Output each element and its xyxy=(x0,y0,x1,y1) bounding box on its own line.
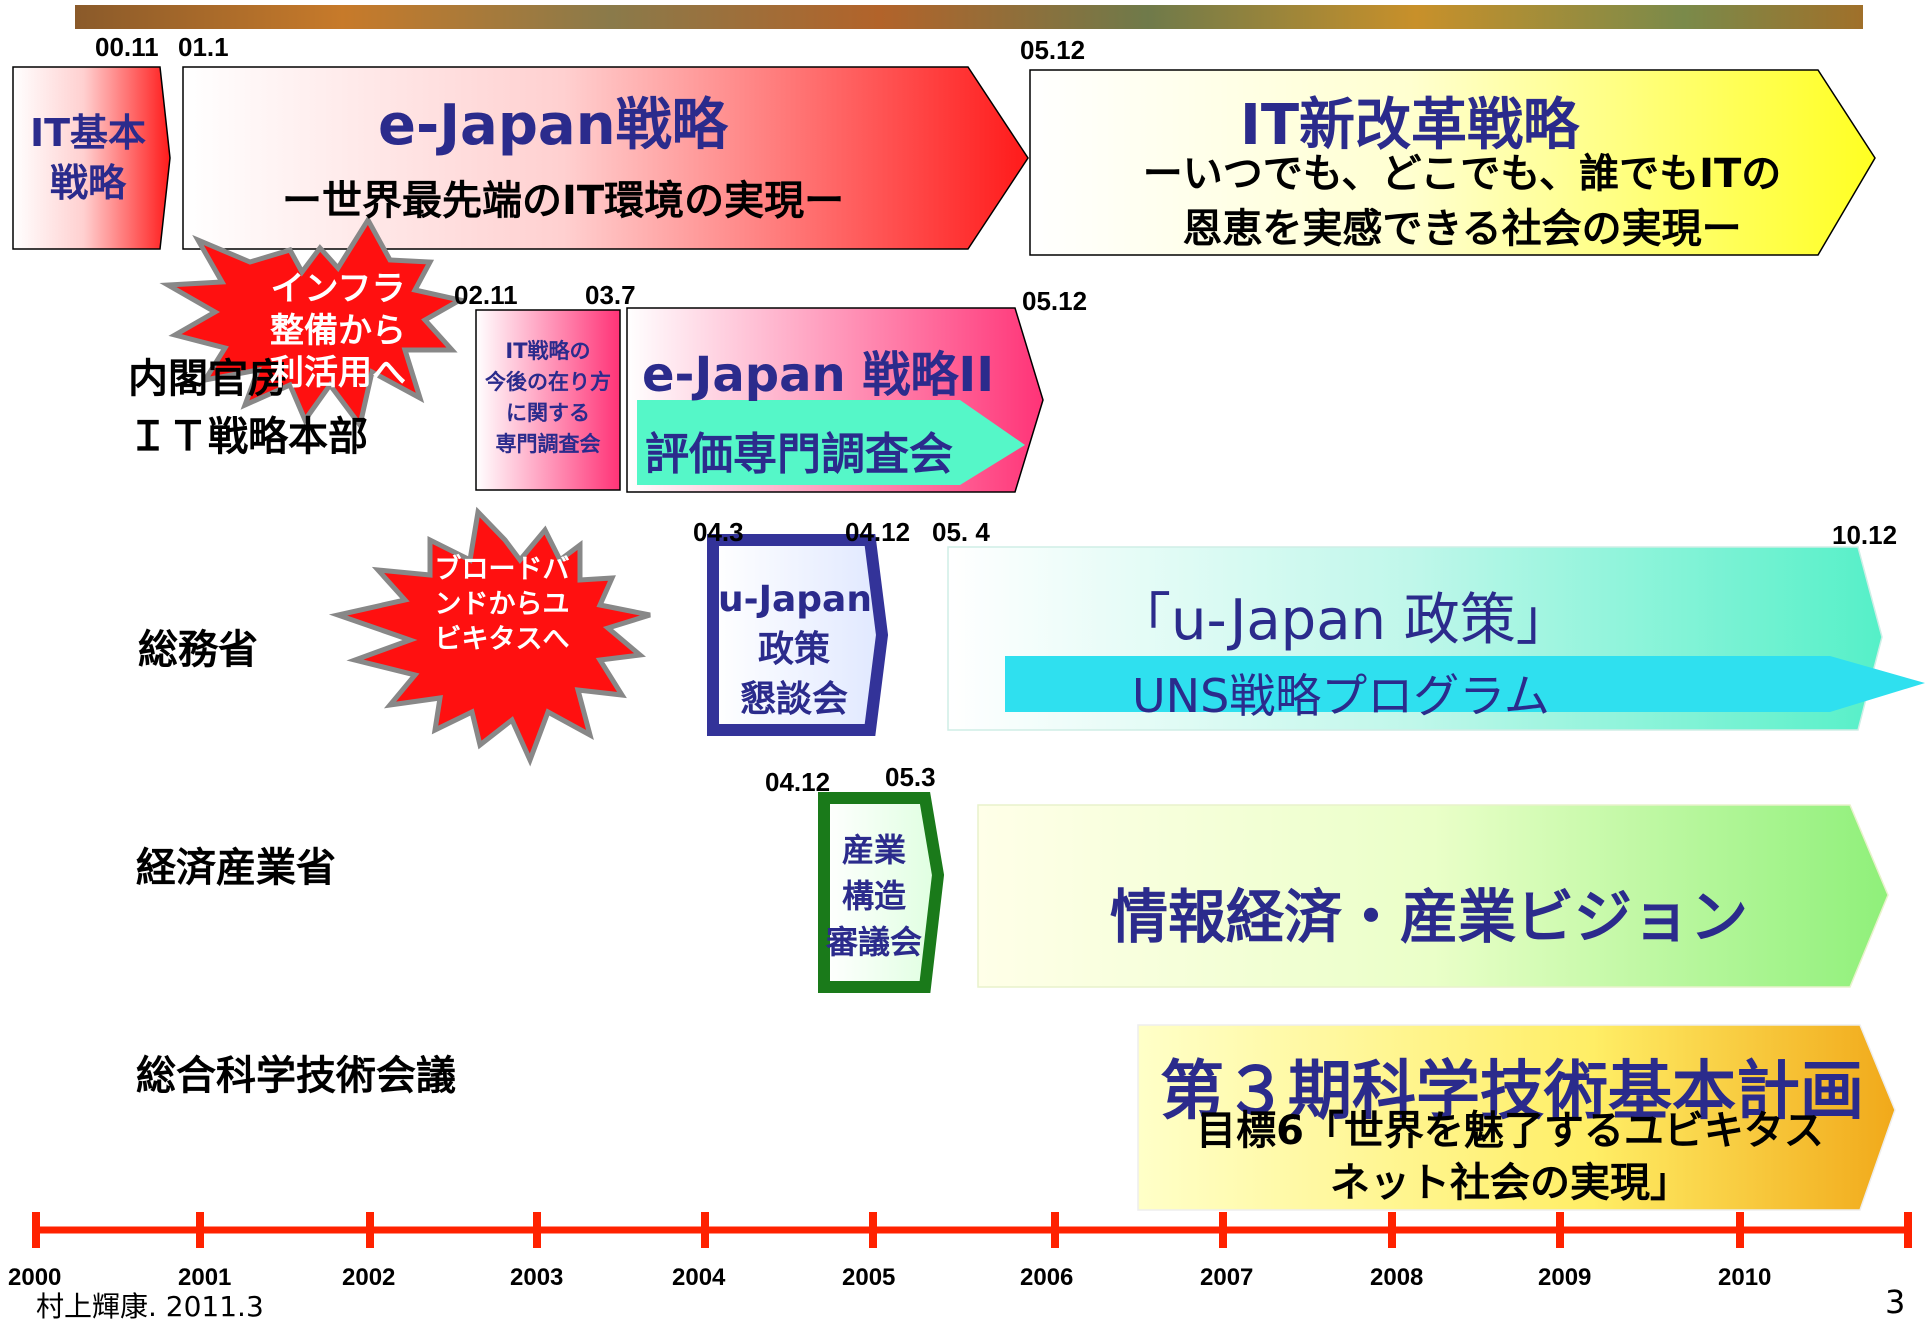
date-label: 05.3 xyxy=(885,762,936,792)
year-label: 2000 xyxy=(8,1264,62,1291)
date-label: 05.12 xyxy=(1020,35,1086,65)
year-label: 2005 xyxy=(842,1264,896,1291)
year-label: 2010 xyxy=(1718,1264,1772,1291)
ujapan-title: 「u-Japan 政策」 xyxy=(1115,588,1572,653)
year-label: 2006 xyxy=(1020,1264,1074,1291)
sangyo-kozo-box xyxy=(818,792,945,993)
dai3ki-arrow xyxy=(1137,1024,1896,1211)
org-naikaku: 内閣官房 ＩＴ戦略本部 xyxy=(128,356,368,460)
joho-keizai-arrow xyxy=(977,804,1889,988)
year-label: 2002 xyxy=(342,1264,396,1291)
year-label: 2009 xyxy=(1538,1264,1592,1291)
ujapan-kondan-box xyxy=(707,534,889,736)
joho-keizai-label: 情報経済・産業ビジョン xyxy=(1110,883,1749,951)
date-label: 04.12 xyxy=(845,517,911,547)
date-label: 00.11 xyxy=(95,32,159,62)
date-label: 05.12 xyxy=(1022,286,1088,316)
hyoka-label: 評価専門調査会 xyxy=(645,429,953,480)
it-shin-arrow xyxy=(1029,69,1876,256)
timeline-ticks xyxy=(32,1212,1912,1248)
year-label: 2004 xyxy=(672,1264,726,1291)
date-label: 04.3 xyxy=(693,517,744,547)
ejapan-arrow xyxy=(182,66,1029,250)
uns-label: UNS戦略プログラム xyxy=(1132,669,1550,723)
ejapan-title: e-Japan戦略 xyxy=(378,93,728,158)
dai3ki-title: 第３期科学技術基本計画 xyxy=(1160,1055,1864,1129)
year-label: 2008 xyxy=(1370,1264,1424,1291)
date-label: 04.12 xyxy=(765,767,831,797)
top-decorative-band xyxy=(75,5,1863,29)
infra-burst xyxy=(159,215,467,431)
hyoka-arrow xyxy=(637,400,1025,485)
infra-burst-label: インフラ 整備から 利活用へ xyxy=(270,269,406,393)
dai3ki-subtitle: 目標6「世界を魅了するユビキタス ネット社会の実現」 xyxy=(1196,1108,1824,1206)
broadband-burst-label: ブロードバ ンドからユ ビキタスへ xyxy=(434,554,570,655)
date-label: 02.11 xyxy=(454,280,518,310)
senmon-label: IT戦略の 今後の在り方 に関する 専門調査会 xyxy=(485,339,611,456)
ejapan2-title: e-Japan 戦略II xyxy=(642,347,995,403)
it-shin-subtitle: ーいつでも、どこでも、誰でもITの 恩恵を実感できる社会の実現ー xyxy=(1142,151,1782,252)
date-label: 01.1 xyxy=(178,32,229,62)
date-label: 03.7 xyxy=(585,280,636,310)
it-kihon-label: IT基本 戦略 xyxy=(29,111,147,205)
date-label: 10.12 xyxy=(1832,520,1898,550)
sangyo-kozo-label: 産業 構造 審議会 xyxy=(825,831,922,961)
broadband-burst xyxy=(328,506,651,767)
date-label: 05. 4 xyxy=(932,517,990,547)
uns-arrow xyxy=(1005,656,1925,712)
footer-author: 村上輝康. 2011.3 xyxy=(36,1290,264,1323)
year-label: 2007 xyxy=(1200,1264,1254,1291)
year-label: 2001 xyxy=(178,1264,232,1291)
org-somu: 総務省 xyxy=(138,627,258,673)
year-label: 2003 xyxy=(510,1264,564,1291)
it-shin-title: IT新改革戦略 xyxy=(1240,93,1580,158)
senmon-box xyxy=(475,309,621,491)
org-sogo: 総合科学技術会議 xyxy=(136,1053,456,1099)
it-kihon-arrow xyxy=(12,66,171,250)
org-keizai: 経済産業省 xyxy=(136,845,336,891)
ujapan-kondan-label: u-Japan 政策 懇談会 xyxy=(718,579,872,720)
page-number: 3 xyxy=(1885,1283,1906,1321)
ejapan-subtitle: ー世界最先端のIT環境の実現ー xyxy=(282,178,845,224)
